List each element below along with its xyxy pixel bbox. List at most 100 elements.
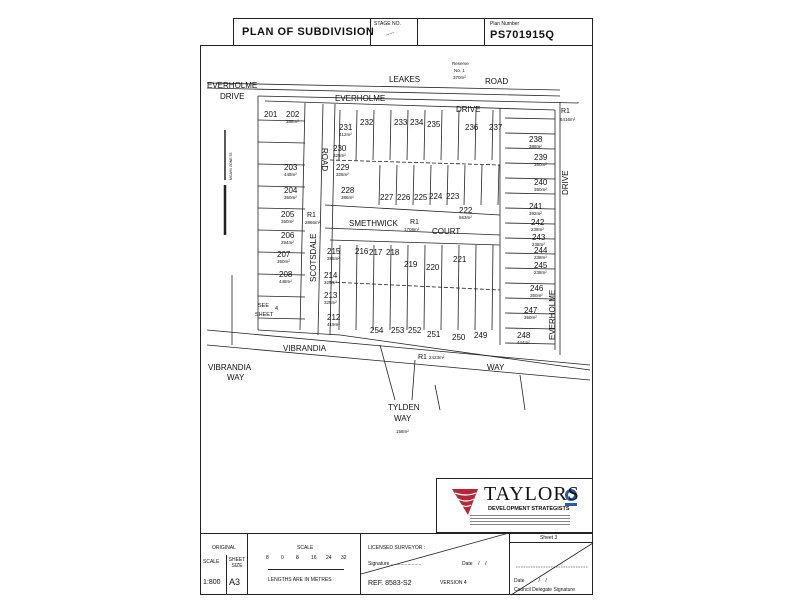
- boundary-line: [504, 207, 556, 210]
- boundary-line: [504, 222, 556, 225]
- lot-number: 254: [370, 326, 384, 335]
- lot-number: 233: [394, 118, 408, 127]
- lot-number: 253: [391, 326, 405, 335]
- lot-area: 448m²: [284, 172, 297, 177]
- boundary-line: [497, 164, 500, 206]
- lot-number: 231: [339, 123, 353, 132]
- boundary-line: [429, 164, 432, 206]
- boundary-line: [299, 102, 306, 331]
- boundary-line: [257, 251, 306, 254]
- boundary-line: [338, 109, 341, 161]
- scale-label: SCALE: [203, 559, 220, 565]
- sheet-number: Sheet 3: [540, 535, 558, 541]
- lot-area: 350m²: [530, 293, 543, 298]
- boundary-line: [504, 177, 556, 180]
- road-label: DRIVE: [456, 105, 480, 114]
- lot-number: 208: [279, 270, 293, 279]
- lot-area: 294m²: [281, 240, 294, 245]
- boundary-line: [406, 244, 409, 331]
- lot-number: 244: [534, 246, 548, 255]
- road-label: LEAKES: [389, 75, 420, 84]
- logo-box: [436, 478, 593, 533]
- road-label: TYLDEN: [388, 403, 420, 412]
- lot-area: 563m²: [459, 215, 472, 220]
- scale-title: SCALE: [297, 545, 314, 551]
- lot-number: 218: [386, 248, 400, 257]
- lot-area: 325m²: [324, 300, 337, 305]
- plan-number-cell: [484, 18, 593, 46]
- boundary-line: [504, 327, 556, 330]
- lot-number: 236: [465, 123, 479, 132]
- road-label: WAY: [487, 363, 505, 372]
- lot-number: 202: [286, 110, 300, 119]
- boundary-line: [329, 239, 501, 246]
- road-label: EVERHOLME: [548, 290, 557, 340]
- road-label: 6416m²: [560, 117, 576, 122]
- road-label: VIBRANDIA: [208, 363, 252, 372]
- lot-number: 207: [277, 250, 291, 259]
- lot-number: 219: [404, 260, 418, 269]
- lot-number: 242: [531, 218, 545, 227]
- lot-area: 350m²: [277, 259, 290, 264]
- lot-area: 350m²: [284, 195, 297, 200]
- scale-cell: [247, 533, 361, 595]
- boundary-line: [412, 164, 415, 206]
- lot-area: 385m²: [327, 256, 340, 261]
- lot-number: 247: [524, 306, 538, 315]
- lot-area: 350m²: [534, 162, 547, 167]
- lot-number: 235: [427, 120, 441, 129]
- road-label: COURT: [432, 227, 460, 236]
- boundary-line: [257, 95, 579, 104]
- boundary-line: [257, 295, 306, 298]
- lot-number: 230: [333, 144, 347, 153]
- stage-cell: [370, 18, 418, 46]
- road-label: ROAD: [485, 77, 508, 86]
- road-label: VIBRANDIA: [283, 344, 327, 353]
- boundary-line: [504, 282, 556, 285]
- boundary-line: [395, 164, 398, 206]
- road-label: SMETHWICK: [349, 219, 399, 228]
- scale-tick: 24: [326, 555, 332, 561]
- boundary-line: [389, 109, 392, 161]
- boundary-line: [457, 244, 460, 331]
- lot-number: 251: [427, 330, 441, 339]
- lot-area: 238m²: [531, 227, 544, 232]
- boundary-line: [257, 229, 306, 232]
- boundary-line: [317, 103, 324, 336]
- road-label: SHEET: [255, 312, 274, 318]
- road-label: 2423m²: [429, 355, 445, 360]
- lot-number: 222: [459, 206, 473, 215]
- lot-number: 226: [397, 193, 411, 202]
- boundary-line: [379, 344, 396, 401]
- stage-label: STAGE NO.: [374, 21, 401, 27]
- lot-area: 448m²: [279, 279, 292, 284]
- boundary-line: [264, 100, 556, 111]
- boundary-line: [434, 384, 441, 411]
- lot-number: 237: [489, 123, 503, 132]
- road-label: 158m²: [396, 429, 409, 434]
- road-label: WAY: [394, 414, 412, 423]
- boundary-line: [329, 281, 501, 291]
- lot-area: 386m²: [341, 195, 354, 200]
- lot-number: 221: [453, 255, 467, 264]
- lot-area: 350m²: [524, 315, 537, 320]
- boundary-line: [519, 374, 526, 411]
- boundary-line: [324, 204, 501, 216]
- original-label: ORIGINAL: [212, 545, 236, 551]
- boundary-line: [504, 297, 556, 300]
- road-label: R1: [418, 354, 427, 361]
- boundary-line: [206, 344, 591, 381]
- boundary-line: [446, 164, 449, 206]
- road-label: R1: [307, 212, 316, 219]
- version: VERSION 4: [440, 580, 467, 586]
- lot-area: 325m²: [336, 172, 349, 177]
- boundary-line: [257, 207, 306, 210]
- page-title: PLAN OF SUBDIVISION: [242, 26, 375, 38]
- boundary-line: [504, 252, 556, 255]
- lot-area: 238m²: [532, 242, 545, 247]
- lot-number: 206: [281, 231, 295, 240]
- lot-number: 201: [264, 110, 278, 119]
- lot-number: 220: [426, 263, 440, 272]
- lot-number: 234: [410, 118, 424, 127]
